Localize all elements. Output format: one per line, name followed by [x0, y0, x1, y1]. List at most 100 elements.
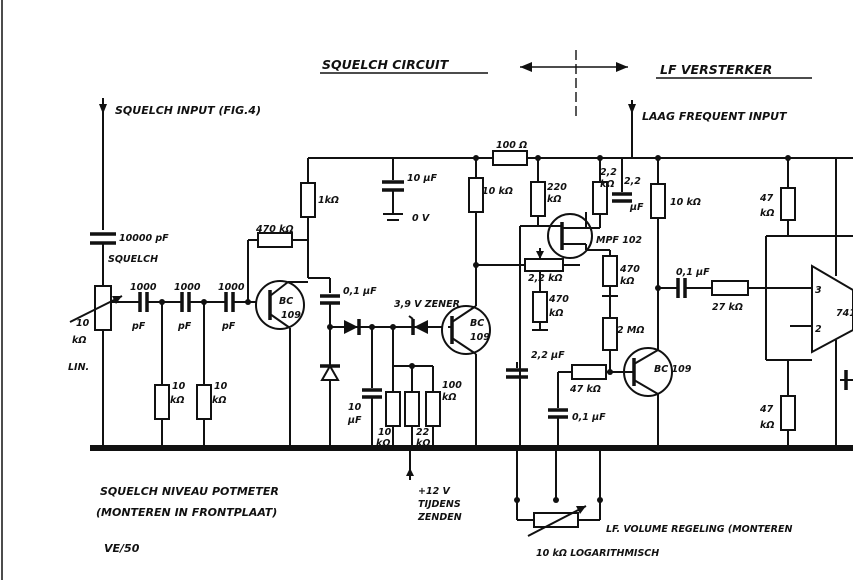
- label-c01-b: 0,1 µF: [676, 267, 710, 278]
- capacitor-2-2uf-top: [612, 158, 632, 203]
- label-r47k-top-u: kΩ: [760, 208, 774, 219]
- resistor-100-ohm: [492, 150, 528, 166]
- label-c1000-b: 1000: [174, 282, 201, 293]
- label-c1000-c: 1000: [218, 282, 245, 293]
- resistor-47k-mid: [557, 364, 610, 408]
- label-pf-a: pF: [131, 321, 146, 332]
- label-pf-b: pF: [177, 321, 192, 332]
- label-c1000-a: 1000: [130, 282, 157, 293]
- resistor-100k: [412, 365, 441, 448]
- fet-mpf102: [520, 212, 593, 259]
- transistor-bc109-3: [623, 347, 673, 448]
- capacitor-0-1uf-a: [320, 278, 340, 448]
- label-r470k: 470 kΩ: [255, 224, 294, 235]
- transistor-bc109-2: [441, 305, 491, 448]
- label-pf-c: pF: [221, 321, 236, 332]
- resistor-22k: [393, 365, 420, 448]
- label-r10k-b-u: kΩ: [212, 395, 226, 406]
- capacitor-0-1uf-c: [548, 408, 568, 448]
- trimmer-2k2: [524, 248, 580, 272]
- label-zener: 3,9 V ZENER: [394, 299, 460, 310]
- label-bc109-c: BC 109: [654, 364, 692, 375]
- label-r10k-b-v: 10: [214, 381, 228, 392]
- capacitor-10uf-ground: [382, 158, 404, 221]
- label-pot-unit: kΩ: [72, 335, 86, 346]
- label-r470-a-u: kΩ: [620, 276, 634, 287]
- label-c-squelch-name: SQUELCH: [108, 254, 158, 265]
- label-pot-type: LIN.: [68, 362, 89, 373]
- squelch-input: [99, 98, 107, 230]
- diode-shunt: [320, 363, 340, 381]
- label-supply-3: ZENDEN: [417, 512, 462, 523]
- resistor-220k: [530, 158, 546, 226]
- label-bc109-a-1: BC: [279, 296, 293, 307]
- header-lf-versterker: LF VERSTERKER: [660, 62, 772, 77]
- label-pot22k: 2,2 kΩ: [528, 273, 563, 284]
- resistor-27k: [711, 280, 812, 296]
- label-r1k: 1kΩ: [318, 195, 339, 206]
- resistor-10k-a: [154, 302, 170, 448]
- label-r10k-d: 10 kΩ: [482, 186, 513, 197]
- label-r22k-u: kΩ: [416, 438, 430, 449]
- squelch-input-label: SQUELCH INPUT (FIG.4): [115, 104, 261, 117]
- opamp-741: [790, 158, 853, 448]
- resistor-47k-bot: [766, 359, 812, 448]
- lf-input: [628, 100, 636, 158]
- label-fet: MPF 102: [596, 235, 642, 246]
- label-r100: 100 Ω: [496, 140, 527, 151]
- label-pot-value: 10: [76, 318, 90, 329]
- label-pin3: 3: [815, 285, 822, 296]
- label-opamp: 741: [836, 308, 853, 319]
- label-r220-v: 220: [547, 182, 567, 193]
- resistor-10k-b: [196, 302, 212, 448]
- potentiometer-squelch-10k: [69, 285, 123, 448]
- label-c10uf: 10 µF: [407, 173, 438, 184]
- capacitor-squelch-10000pf: [90, 232, 116, 286]
- label-bc109-b-1: BC: [470, 318, 484, 329]
- label-r22k-v: 22: [416, 427, 430, 438]
- label-supply-2: TIJDENS: [418, 499, 461, 510]
- label-pin2: 2: [815, 324, 822, 335]
- label-c01-c: 0,1 µF: [572, 412, 606, 423]
- resistor-47k-top: [765, 158, 853, 360]
- label-r47k-top-v: 47: [759, 193, 774, 204]
- zener-3v9: [408, 315, 428, 335]
- resistor-10k-c: [385, 327, 401, 448]
- label-r10k-a-u: kΩ: [170, 395, 184, 406]
- resistor-470k-b: [532, 271, 548, 331]
- junction-dots: [159, 155, 791, 375]
- note-code: VE/50: [104, 542, 140, 555]
- resistor-2k2: [586, 158, 608, 229]
- resistor-2m2: [602, 296, 634, 373]
- resistor-10k-e: [650, 158, 666, 360]
- label-r47k-mid: 47 kΩ: [569, 384, 601, 395]
- transistor-bc109-1: [255, 280, 305, 448]
- label-r470-b-u: kΩ: [549, 308, 563, 319]
- label-c10-bot-u: µF: [347, 415, 362, 426]
- label-r220-u: kΩ: [547, 194, 561, 205]
- label-r470-a-v: 470: [619, 264, 640, 275]
- label-r10k-c-v: 10: [378, 427, 392, 438]
- label-r22k-b-u: kΩ: [600, 179, 614, 190]
- resistor-10k-d: [468, 158, 525, 306]
- label-r100k-u: kΩ: [442, 392, 456, 403]
- note-pot-1: SQUELCH NIVEAU POTMETER: [100, 485, 279, 498]
- label-c01-a: 0,1 µF: [343, 286, 377, 297]
- label-bc109-b-2: 109: [470, 332, 490, 343]
- label-r47k-bot-u: kΩ: [760, 420, 774, 431]
- label-r10k-a-v: 10: [172, 381, 186, 392]
- potentiometer-volume-10k: [514, 448, 603, 537]
- label-c22-u: µF: [629, 202, 644, 213]
- label-vol-2: 10 kΩ LOGARITHMISCH: [536, 548, 659, 559]
- signal-chain-caps: [112, 292, 258, 312]
- label-r27k: 27 kΩ: [712, 302, 743, 313]
- note-pot-2: (MONTEREN IN FRONTPLAAT): [96, 506, 277, 519]
- label-r470-b-v: 470: [548, 294, 569, 305]
- label-c-squelch-value: 10000 pF: [119, 233, 169, 244]
- resistor-470k-a: [586, 249, 618, 297]
- label-r2m2: 2 MΩ: [617, 325, 644, 336]
- label-ground-v: 0 V: [412, 213, 430, 224]
- label-c22-v: 2,2: [624, 176, 641, 187]
- diode-series: [330, 319, 448, 335]
